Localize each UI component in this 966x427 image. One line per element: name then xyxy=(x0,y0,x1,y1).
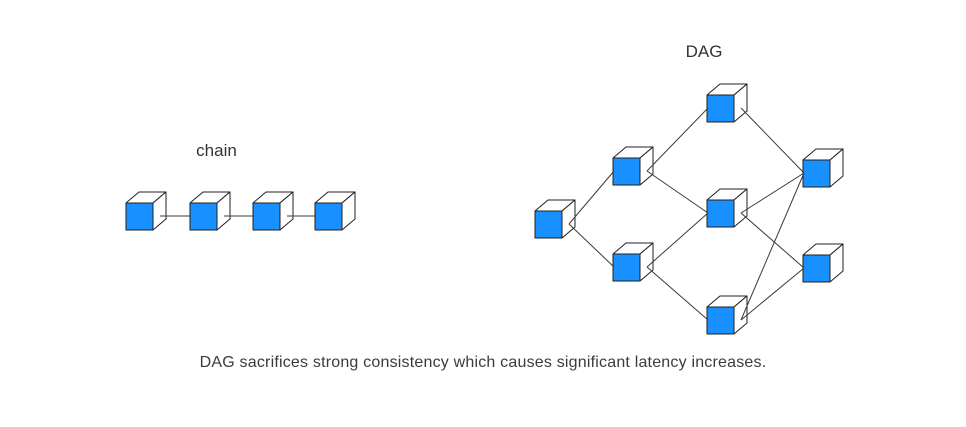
cube-front-face xyxy=(612,157,641,186)
cube-front-face xyxy=(252,202,281,231)
dag-diagram-nodes xyxy=(534,83,844,335)
cube-node-UL xyxy=(612,146,654,186)
edge-L-UL xyxy=(568,170,615,225)
cube-front-face xyxy=(534,210,563,239)
edge-UL-T xyxy=(646,107,709,172)
edge-L-LL xyxy=(568,223,615,268)
cube-node-LL xyxy=(612,242,654,282)
cube-front-face xyxy=(706,94,735,123)
edge-B-RB xyxy=(740,267,805,321)
edge-UL-M xyxy=(646,170,709,214)
edge-T-RT xyxy=(740,107,805,174)
dag-diagram-edges xyxy=(568,107,805,321)
cube-node-M xyxy=(706,188,748,228)
cube-front-face xyxy=(189,202,218,231)
cube-front-face xyxy=(125,202,154,231)
chain-label: chain xyxy=(196,141,237,160)
edge-B-RT xyxy=(740,172,805,321)
cube-node-RT xyxy=(802,148,844,188)
cube-front-face xyxy=(612,253,641,282)
edge-M-RT xyxy=(740,172,805,214)
cube-node-RB xyxy=(802,243,844,283)
cube-node-B xyxy=(706,295,748,335)
cube-front-face xyxy=(706,306,735,335)
cube-node-c3 xyxy=(252,191,294,231)
caption-text: DAG sacrifices strong consistency which … xyxy=(199,354,767,371)
cube-front-face xyxy=(802,254,831,283)
dag-label: DAG xyxy=(685,42,723,61)
cube-node-c4 xyxy=(314,191,356,231)
edge-M-RB xyxy=(740,212,805,269)
cube-node-c1 xyxy=(125,191,167,231)
dag-diagram xyxy=(534,83,844,335)
chain-diagram-nodes xyxy=(125,191,356,231)
cube-front-face xyxy=(802,159,831,188)
edge-LL-B xyxy=(646,266,709,321)
chain-diagram xyxy=(125,191,356,231)
cube-front-face xyxy=(706,199,735,228)
cube-node-c2 xyxy=(189,191,231,231)
cube-node-T xyxy=(706,83,748,123)
cube-node-L xyxy=(534,199,576,239)
edge-LL-M xyxy=(646,212,709,268)
cube-front-face xyxy=(314,202,343,231)
